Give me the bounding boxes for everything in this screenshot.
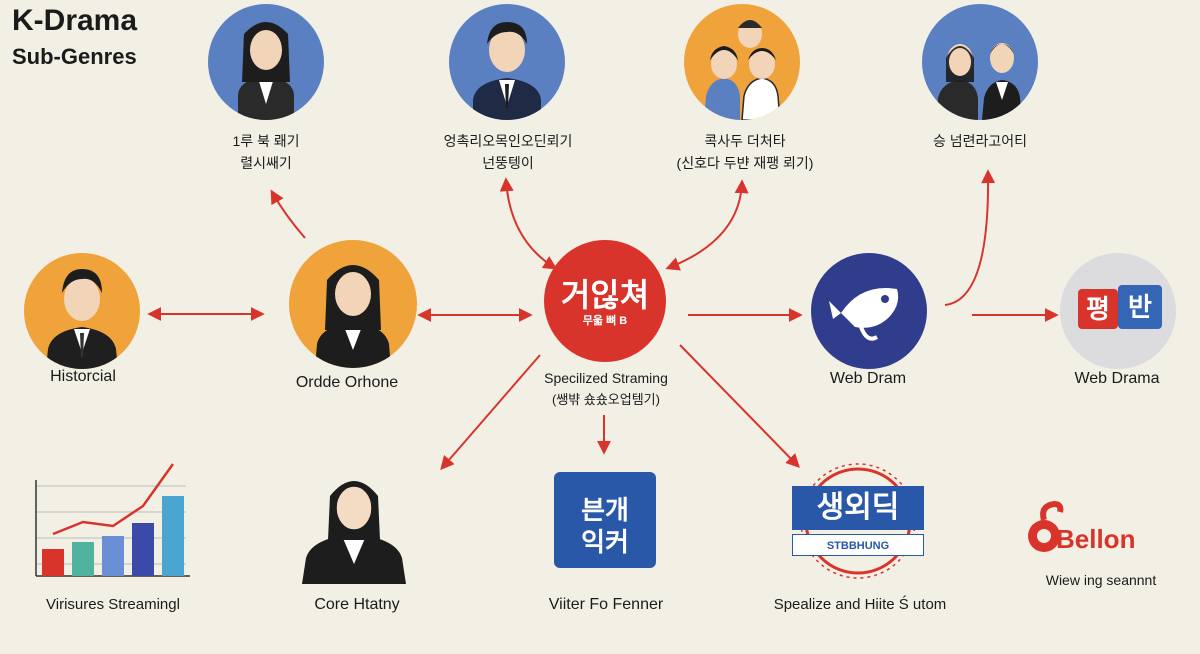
- label-center-line1: Specilized Straming: [544, 370, 668, 386]
- label-chart: Virisures Streamingl: [46, 596, 180, 613]
- chart-bar: [162, 496, 184, 576]
- family-group-icon: [704, 20, 781, 120]
- arrow-webdram-top4: [944, 169, 996, 306]
- man-portrait-icon: [46, 269, 118, 369]
- label-historical: Historcial: [50, 368, 116, 385]
- fish-emblem-icon: [829, 288, 899, 341]
- portrait-orde: [289, 240, 417, 368]
- arrow-center-left-down: [440, 354, 541, 471]
- portrait-top-4: [922, 4, 1038, 120]
- arrow-orde-top1: [270, 189, 306, 239]
- top-label-2-line2: 넌뚱텡이: [482, 155, 534, 171]
- woman-portrait-icon: [315, 265, 391, 368]
- arrow-center-top3: [665, 179, 749, 271]
- label-orde: Ordde Orhone: [295, 374, 399, 391]
- arrow-center-top2: [499, 177, 558, 270]
- chart-bar: [42, 549, 64, 576]
- bellon-name: Bellon: [1056, 524, 1136, 554]
- top-label-1-line1: 1루 북 뢔기: [232, 133, 300, 149]
- label-core: Core Htatny: [314, 596, 400, 613]
- bellon-tagline: Wiew ing seannnt: [1045, 572, 1157, 588]
- man-in-suit-icon: [473, 22, 541, 120]
- arrow-center-right-down: [679, 344, 800, 469]
- woman-bust-icon: [302, 481, 406, 584]
- bottom-blue-logo-line2: 익커: [581, 527, 629, 557]
- streaming-bar-chart: [35, 463, 190, 577]
- portrait-top-1: [208, 4, 324, 120]
- top-label-4: 승 넘련라고어티: [900, 130, 1060, 152]
- web-dram-logo: [811, 253, 927, 369]
- label-center-line2: (쌩뱎 숐숐오업템기): [552, 392, 660, 407]
- page-title: K-Drama: [12, 4, 138, 37]
- portrait-top-3: [684, 4, 800, 120]
- label-spealize: Spealize and Hiite Ś utom: [773, 596, 947, 613]
- top-label-1-line2: 렬시쌔기: [240, 155, 292, 171]
- couple-icon: [936, 43, 1022, 120]
- web-drama-logo-blue: 반: [1118, 285, 1162, 329]
- badge-small-text: STBBHUNG: [792, 534, 924, 556]
- center-hub-logo-text: 거읺쳐: [560, 277, 650, 313]
- top-label-3-line1: 콕사두 더처타: [704, 133, 786, 149]
- top-label-2: 엉촉리오목인오딘뢰기 넌뚱텡이: [410, 130, 606, 174]
- chart-bar: [132, 523, 154, 576]
- label-viiter: Viiter Fo Fenner: [548, 596, 664, 613]
- woman-in-suit-icon: [238, 22, 294, 120]
- chart-bar: [72, 542, 94, 576]
- bottom-blue-logo-line1: 븐개: [581, 495, 629, 525]
- portrait-historical: [24, 253, 140, 369]
- page-subtitle: Sub-Genres: [12, 44, 137, 69]
- center-hub-logo-small: 무욻 뼈 B: [582, 315, 628, 327]
- top-label-3: 콕사두 더처타 (신호다 두뱐 재팽 뢰기): [660, 130, 830, 174]
- center-hub-logo: 거읺쳐 무욻 뼈 B: [544, 240, 666, 362]
- portrait-top-2: [449, 4, 565, 120]
- web-drama-logo: 평 반: [1060, 253, 1176, 369]
- bellon-logo-icon: [1028, 500, 1064, 552]
- top-label-4-line1: 승 넘련라고어티: [932, 133, 1028, 149]
- label-web-dram: Web Dram: [829, 370, 907, 387]
- top-label-2-line1: 엉촉리오목인오딘뢰기: [443, 133, 573, 149]
- bottom-blue-logo: 븐개 익커: [554, 472, 656, 568]
- top-label-1: 1루 북 뢔기 렬시쌔기: [210, 130, 322, 174]
- top-label-3-line2: (신호다 두뱐 재팽 뢰기): [676, 155, 814, 171]
- label-web-drama: Web Drama: [1074, 370, 1160, 387]
- chart-bar: [102, 536, 124, 576]
- bellon-brand: Bellon: [1022, 500, 1192, 560]
- trend-line: [52, 463, 175, 536]
- bust-portrait: [298, 468, 410, 584]
- web-drama-logo-red: 평: [1078, 289, 1118, 329]
- badge-emblem: 생외딕 STBBHUNG: [786, 462, 930, 580]
- badge-main-text: 생외딕: [792, 486, 924, 530]
